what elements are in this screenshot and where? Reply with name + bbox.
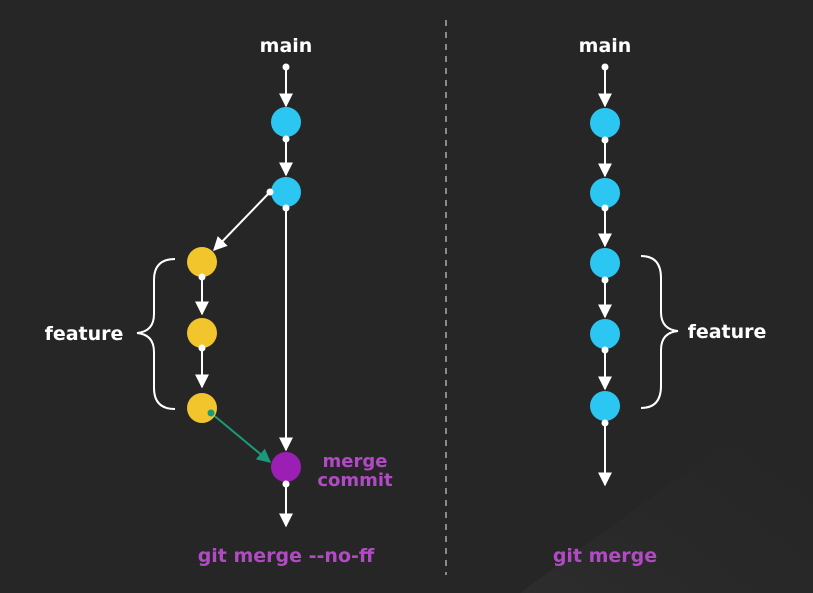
- left-merge-commit: [271, 452, 301, 482]
- right-main-label: main: [579, 35, 632, 57]
- right-commit-dot: [601, 346, 609, 354]
- merge-commit-label-line2: commit: [317, 470, 393, 491]
- left-feature-commit-1: [187, 247, 217, 277]
- right-commit-5: [590, 391, 620, 421]
- right-commit-3: [590, 248, 620, 278]
- left-caption: git merge --no-ff: [198, 545, 375, 567]
- left-merge-source-dot: [207, 409, 215, 417]
- right-commit-dot: [601, 136, 609, 144]
- left-commit-dot: [198, 344, 206, 352]
- left-commit-dot: [282, 204, 290, 212]
- left-feature-commit-3: [187, 393, 217, 423]
- left-edge-branch-off: [213, 191, 271, 252]
- left-main-label: main: [260, 35, 313, 57]
- left-main-commit-2: [271, 177, 301, 207]
- left-branch-dot: [266, 188, 274, 196]
- left-feature-label: feature: [45, 323, 124, 345]
- left-commit-dot: [282, 135, 290, 143]
- left-commit-dot: [198, 273, 206, 281]
- left-commit-dot: [282, 480, 290, 488]
- right-feature-label: feature: [688, 321, 767, 343]
- right-caption: git merge: [553, 545, 657, 567]
- left-feature-brace: [136, 258, 176, 410]
- fast-forward-diagram: main feature git merge: [553, 35, 767, 567]
- right-commit-1: [590, 108, 620, 138]
- right-commit-dot: [601, 276, 609, 284]
- right-feature-brace: [640, 255, 679, 409]
- left-main-commit-1: [271, 107, 301, 137]
- merge-commit-label-line1: merge: [323, 451, 388, 472]
- background-shade: [520, 380, 813, 593]
- left-merge-arrow: [210, 412, 272, 463]
- right-commit-2: [590, 178, 620, 208]
- no-ff-diagram: main feature merge: [45, 35, 393, 567]
- right-commit-dot: [601, 204, 609, 212]
- right-commit-4: [590, 319, 620, 349]
- right-commit-dot: [601, 419, 609, 427]
- left-feature-commit-2: [187, 318, 217, 348]
